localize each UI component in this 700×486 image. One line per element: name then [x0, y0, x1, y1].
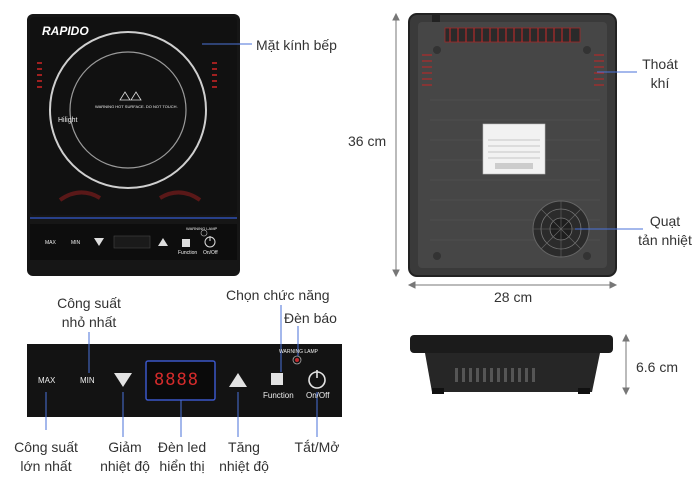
- increase-label-line1: Tăng: [228, 439, 260, 455]
- min-power-label-line2: nhỏ nhất: [61, 314, 117, 330]
- height-dimension: 36 cm: [348, 133, 387, 149]
- brand-logo: RAPIDO: [42, 24, 89, 38]
- max-power-label-line1: Công suất: [14, 439, 78, 455]
- top-function-label: Function: [178, 250, 198, 256]
- choose-function-label: Chọn chức năng: [226, 287, 330, 303]
- top-warning-lamp: WARNING LAMP: [186, 226, 218, 231]
- panel-min-button[interactable]: MIN: [80, 376, 95, 385]
- control-panel: [27, 344, 342, 417]
- panel-function-button[interactable]: Function: [263, 391, 294, 400]
- hilight-label: Hilight: [58, 117, 78, 124]
- dimension-lines: [392, 12, 630, 396]
- top-min-label: MIN: [71, 240, 81, 246]
- fan-label-line2: tản nhiệt: [638, 232, 692, 248]
- min-power-label-line1: Công suất: [57, 295, 121, 311]
- cooker-back: [408, 13, 617, 277]
- max-power-label-line2: lớn nhất: [20, 458, 72, 474]
- cooker-top: [27, 14, 240, 276]
- led-label-line2: hiển thị: [159, 458, 205, 474]
- decrease-label-line1: Giảm: [108, 439, 142, 455]
- decrease-label-line2: nhiệt độ: [100, 458, 150, 474]
- exhaust-label-line2: khí: [650, 75, 670, 91]
- width-dimension: 28 cm: [494, 289, 533, 305]
- panel-max-button[interactable]: MAX: [38, 376, 56, 385]
- increase-label-line2: nhiệt độ: [219, 458, 269, 474]
- top-onoff-label: On/Off: [203, 250, 218, 256]
- onoff-label: Tắt/Mở: [294, 439, 340, 455]
- fan-label-line1: Quạt: [649, 213, 681, 229]
- cooker-side: [410, 335, 613, 394]
- led-label-line1: Đèn led: [157, 439, 207, 455]
- glass-label: Mặt kính bếp: [256, 37, 337, 53]
- depth-dimension: 6.6 cm: [636, 359, 679, 375]
- warning-text: WARNING HOT SURFACE. DO NOT TOUCH.: [95, 104, 178, 109]
- led-display: 8888: [154, 370, 199, 390]
- top-max-label: MAX: [45, 240, 56, 246]
- exhaust-label-line1: Thoát: [642, 56, 678, 72]
- panel-warning-lamp: WARNING LAMP: [279, 349, 318, 355]
- leader-lines: [45, 43, 643, 437]
- panel-onoff-button[interactable]: On/Off: [306, 391, 330, 400]
- lamp-label: Đèn báo: [284, 310, 337, 326]
